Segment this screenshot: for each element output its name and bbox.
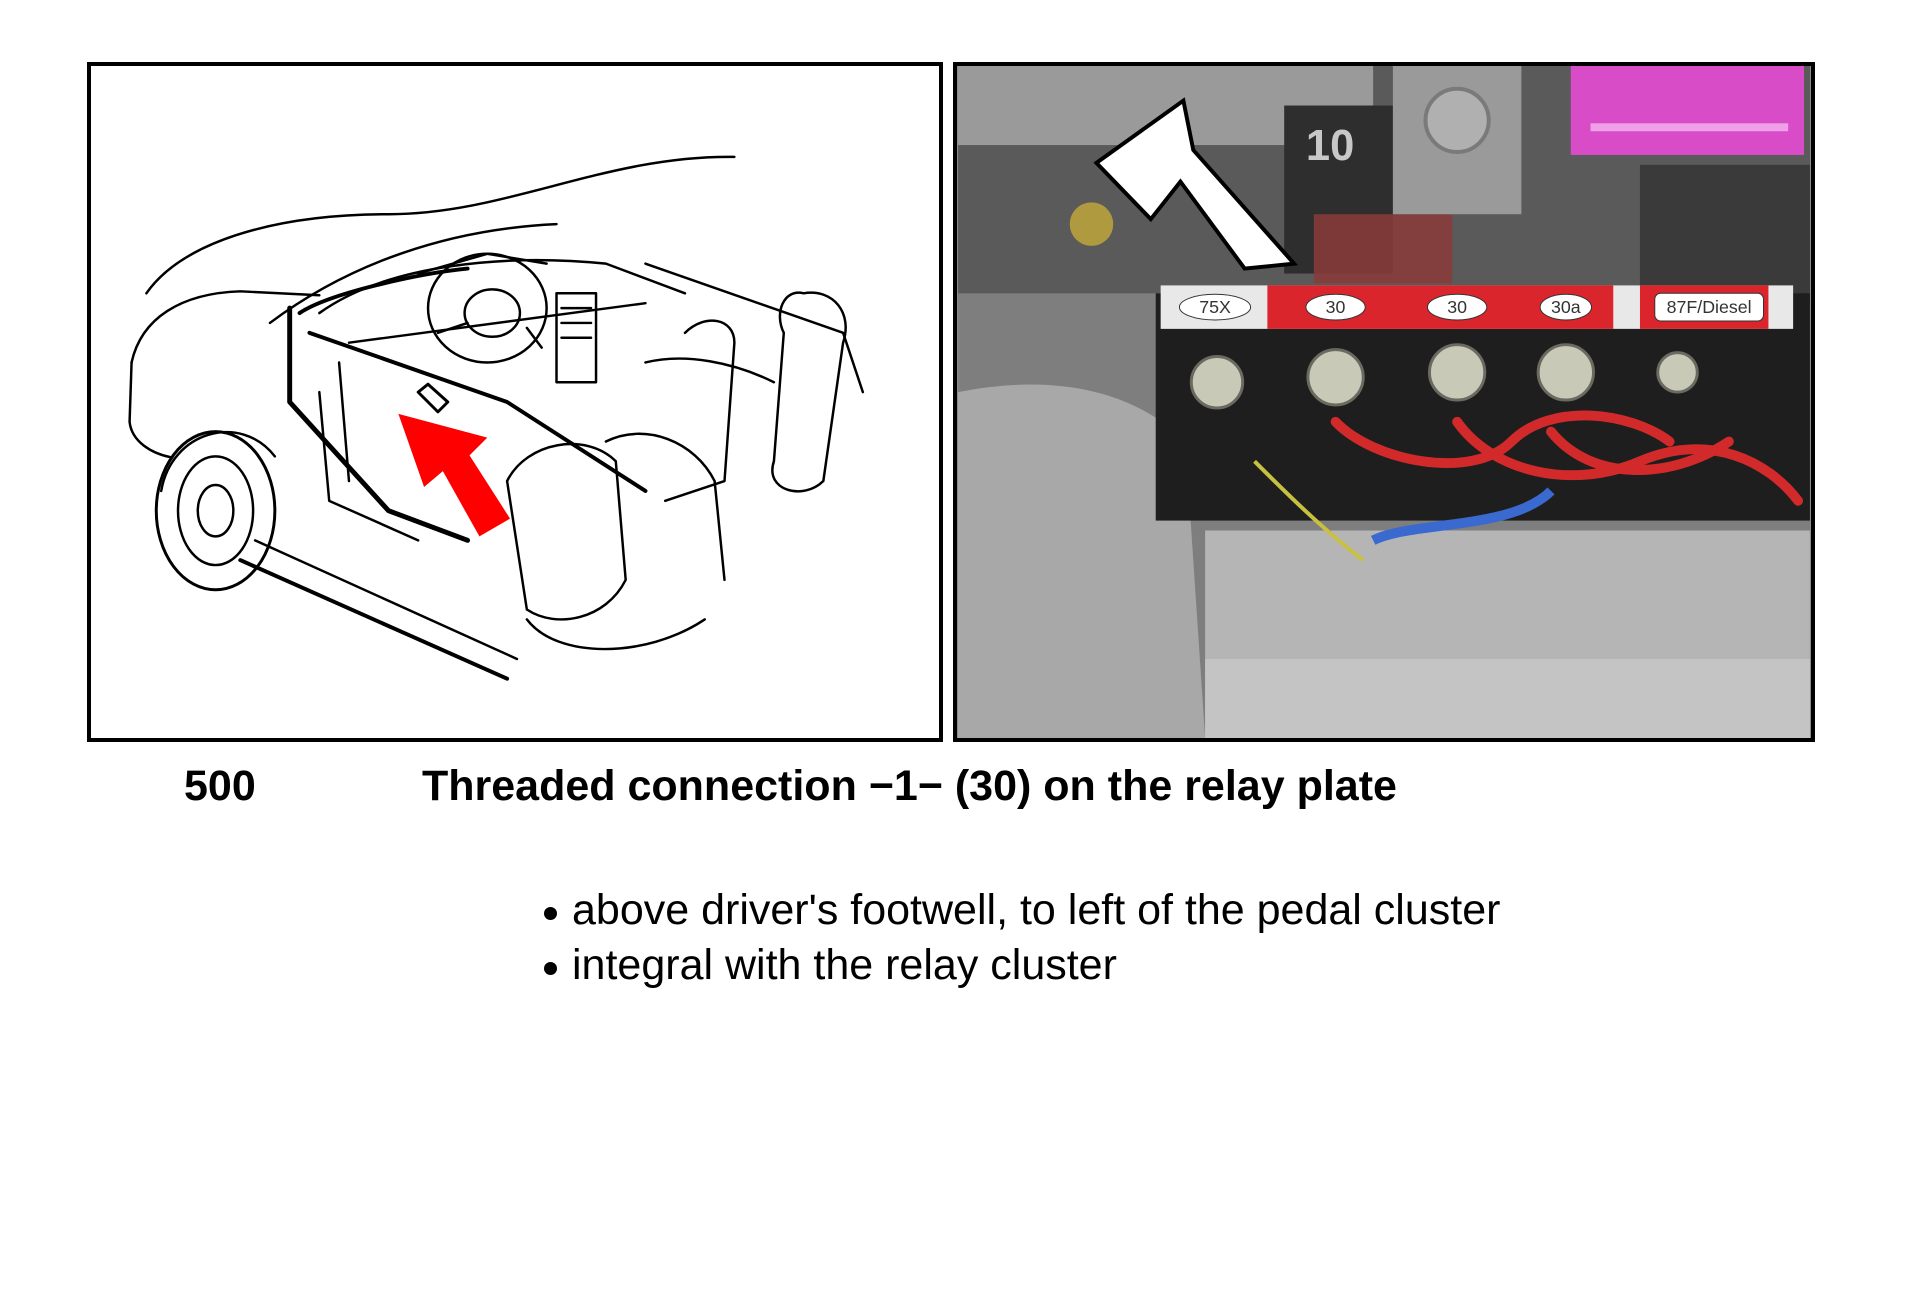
figure-title: Threaded connection −1− (30) on the rela… bbox=[422, 762, 1397, 810]
svg-text:87F/Diesel: 87F/Diesel bbox=[1667, 297, 1752, 317]
note-text: integral with the relay cluster bbox=[572, 941, 1117, 989]
terminal-label-5: 87F/Diesel bbox=[1654, 292, 1764, 322]
list-item: integral with the relay cluster bbox=[540, 938, 1500, 993]
terminal-label-2: 30 bbox=[1305, 293, 1366, 321]
terminal-label-4: 30a bbox=[1539, 293, 1593, 321]
terminal-label-3: 30 bbox=[1426, 293, 1488, 321]
pink-connector bbox=[1570, 66, 1804, 155]
svg-text:75X: 75X bbox=[1199, 297, 1231, 317]
car-interior-illustration bbox=[87, 62, 943, 742]
terminal-label-1: 75X bbox=[1178, 293, 1252, 321]
svg-text:30a: 30a bbox=[1551, 297, 1581, 317]
relay-plate-photo: 10 75X 30 bbox=[953, 62, 1815, 742]
svg-text:30: 30 bbox=[1326, 297, 1346, 317]
bullet-icon bbox=[544, 962, 557, 975]
bullet-icon bbox=[544, 907, 557, 920]
list-item: above driver's footwell, to left of the … bbox=[540, 883, 1500, 938]
figure-code: 500 bbox=[184, 762, 256, 810]
location-notes: above driver's footwell, to left of the … bbox=[540, 883, 1500, 993]
photo-arrow bbox=[1093, 97, 1299, 271]
locator-arrow bbox=[398, 413, 511, 537]
note-text: above driver's footwell, to left of the … bbox=[572, 886, 1501, 934]
svg-text:30: 30 bbox=[1447, 297, 1467, 317]
relay-number: 10 bbox=[1306, 122, 1354, 170]
